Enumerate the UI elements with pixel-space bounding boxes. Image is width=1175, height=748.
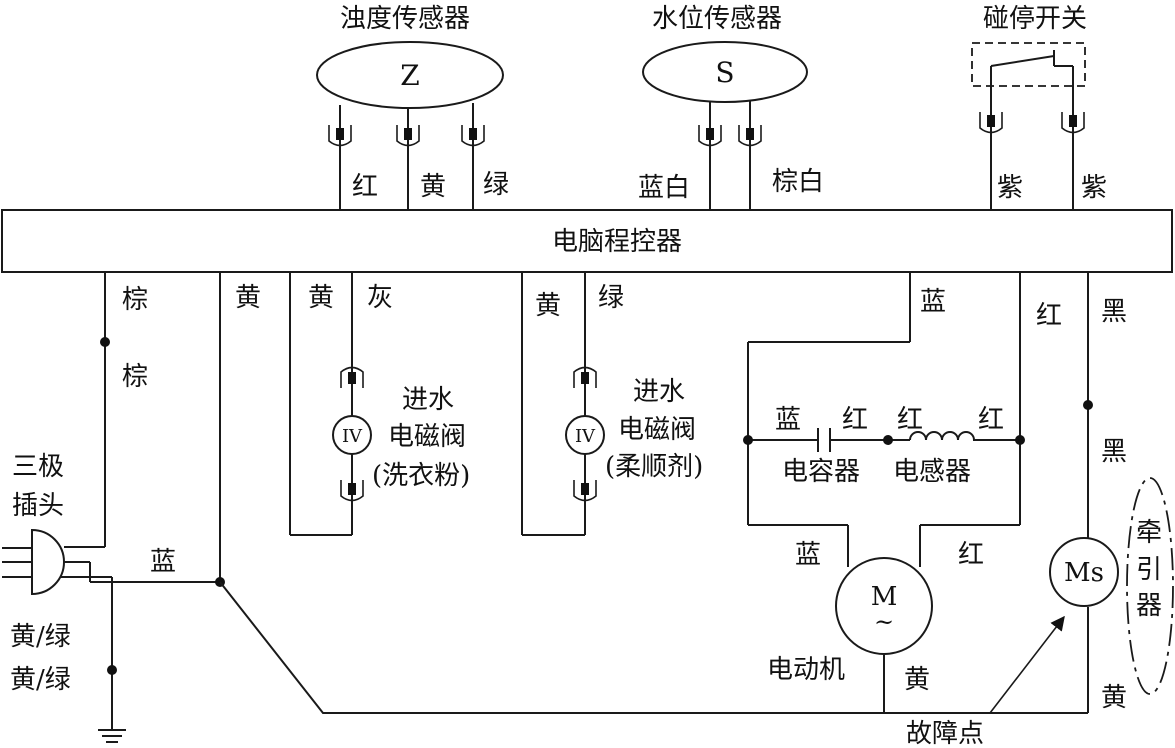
ground-label-2: 黄/绿 [10, 665, 71, 695]
valve-softener-wire-yellow: 黄 [535, 291, 561, 321]
ground-label-1: 黄/绿 [10, 622, 71, 652]
bottom-common-wire [219, 581, 1088, 714]
stop-switch-wire-purple-1: 紫 [997, 173, 1023, 203]
traction-motor-symbol: Ms [1064, 558, 1104, 588]
turbidity-sensor [316, 41, 504, 109]
valve-softener-plug-bottom [573, 480, 597, 502]
inductor-icon [909, 431, 980, 441]
brown-wire-label-2: 棕 [122, 362, 148, 392]
valve-detergent-wire-yellow: 黄 [308, 283, 334, 313]
main-yellow-label: 黄 [235, 283, 261, 313]
traction-yellow-label: 黄 [1101, 683, 1127, 713]
valve-detergent-plug-bottom [340, 480, 364, 502]
motor-red-label: 红 [958, 540, 984, 570]
water-level-wire-blue-white: 蓝白 [638, 173, 690, 203]
valve-detergent [332, 415, 372, 455]
valve-softener-wire-green: 绿 [598, 283, 624, 313]
valve-softener-line2: 电磁阀 [618, 415, 696, 445]
inductor-right-label: 红 [978, 405, 1004, 435]
water-level-plug-2 [738, 125, 762, 147]
valve-detergent-wire-gray: 灰 [367, 283, 393, 313]
brown-wire-label-1: 棕 [122, 285, 148, 315]
valve-detergent-plug-top [340, 366, 364, 388]
motor-blue-label: 蓝 [795, 540, 821, 570]
water-level-plug-1 [698, 125, 722, 147]
plug-blue-label: 蓝 [150, 547, 176, 577]
capacitor-left-label: 蓝 [775, 405, 801, 435]
stop-switch-title: 碰停开关 [983, 4, 1087, 34]
turbidity-sensor-title: 浊度传感器 [340, 4, 470, 34]
stop-switch-wire-purple-2: 紫 [1081, 173, 1107, 203]
stop-switch-plug-1 [979, 112, 1003, 134]
stop-switch-plug-2 [1061, 112, 1085, 134]
valve-softener-plug-top [573, 366, 597, 388]
valve-detergent-line2: 电磁阀 [388, 422, 466, 452]
controller-label: 电脑程控器 [552, 227, 682, 257]
turbidity-sensor-symbol: Z [400, 59, 419, 92]
motor-yellow-label: 黄 [904, 665, 930, 695]
plug-label-line1: 三极 [12, 452, 64, 482]
valve-detergent-line1: 进水 [402, 385, 454, 415]
ground-icon [98, 729, 126, 743]
valve-detergent-line3: (洗衣粉) [372, 461, 470, 491]
traction-red-label: 红 [1036, 301, 1062, 331]
motor-name-label: 电动机 [767, 655, 845, 685]
traction-name-char-1: 牵 [1136, 518, 1162, 548]
capacitor-label: 电容器 [782, 457, 860, 487]
motor [835, 557, 933, 655]
traction-black-label-2: 黑 [1101, 437, 1127, 467]
water-level-sensor-symbol: S [715, 56, 734, 89]
valve-detergent-symbol: IV [342, 426, 363, 447]
controller-box [1, 209, 1173, 273]
traction-motor [1049, 537, 1119, 607]
plug-label-line2: 插头 [12, 491, 64, 521]
stop-switch-contact [990, 50, 1074, 210]
traction-black-label-1: 黑 [1101, 297, 1127, 327]
turbidity-plug-2 [396, 125, 420, 147]
motor-symbol: M [871, 582, 898, 612]
water-level-sensor [642, 41, 808, 103]
motor-top-blue-label: 蓝 [920, 287, 946, 317]
turbidity-wire-red: 红 [352, 172, 378, 202]
valve-softener [565, 415, 605, 455]
motor-section-wiring [747, 272, 1021, 713]
traction-name-char-2: 引 [1136, 555, 1162, 585]
water-level-sensor-title: 水位传感器 [652, 4, 782, 34]
traction-device-outline [1126, 477, 1174, 695]
capacitor-icon [817, 428, 831, 452]
fault-arrow [989, 615, 1065, 714]
turbidity-connectors [339, 103, 474, 210]
valve-softener-line3: (柔顺剂) [605, 452, 703, 482]
turbidity-wire-yellow: 黄 [420, 172, 446, 202]
inductor-label: 电感器 [893, 457, 971, 487]
turbidity-plug-3 [461, 125, 485, 147]
motor-tilde: ~ [874, 608, 894, 636]
capacitor-right-label: 红 [842, 405, 868, 435]
stop-switch-box [971, 42, 1086, 87]
turbidity-plug-1 [328, 125, 352, 147]
water-level-wire-brown-white: 棕白 [772, 167, 824, 197]
traction-name-char-3: 器 [1136, 591, 1162, 621]
valve-softener-line1: 进水 [633, 377, 685, 407]
fault-point-label: 故障点 [906, 719, 984, 748]
inductor-left-label: 红 [897, 405, 923, 435]
valve-softener-symbol: IV [575, 426, 596, 447]
turbidity-wire-green: 绿 [483, 170, 509, 200]
